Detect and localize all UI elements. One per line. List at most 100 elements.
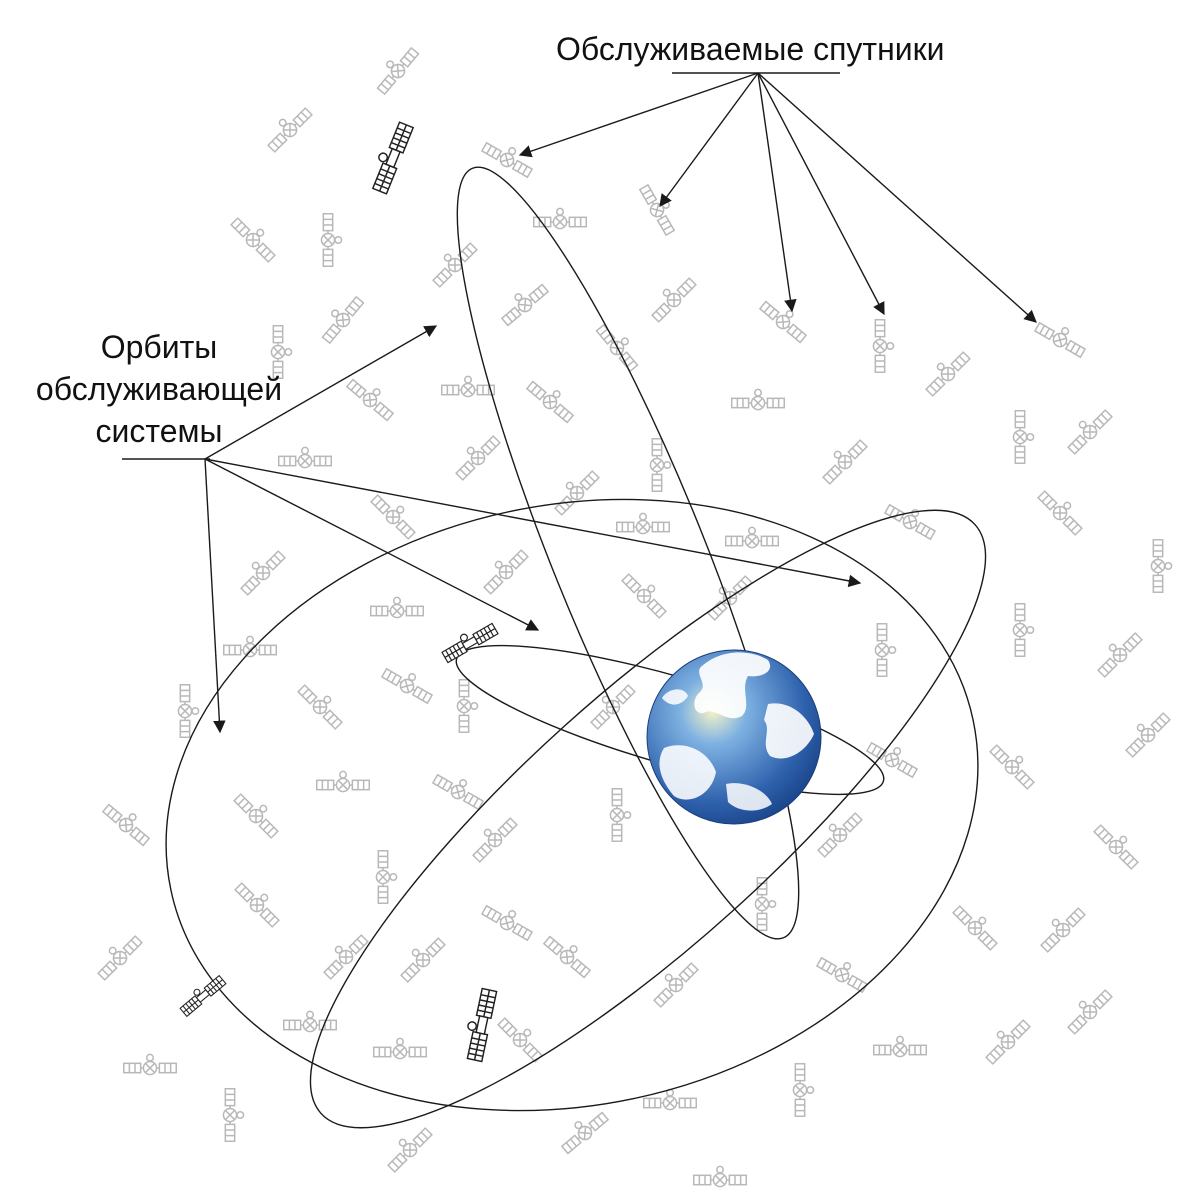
orbit-arrow xyxy=(204,458,862,588)
orbits-label-line-3: системы xyxy=(95,413,223,449)
satellite-icon xyxy=(441,375,495,398)
satellite-icon xyxy=(466,811,519,864)
satellite-icon xyxy=(431,766,489,812)
satellite-icon xyxy=(637,179,683,237)
satellite-icon xyxy=(316,770,370,793)
satellite-icon xyxy=(757,293,813,345)
servicing-satellite-icon xyxy=(460,986,498,1063)
satellite-icon xyxy=(381,1121,434,1174)
satellite-icon xyxy=(548,464,601,517)
satellite-icon xyxy=(919,345,972,398)
served-satellites-field xyxy=(91,41,1173,1188)
satellite-icon xyxy=(375,850,398,904)
satellite-icon xyxy=(100,796,156,848)
served-arrow xyxy=(757,72,885,316)
orbit-arrow xyxy=(204,458,540,631)
satellite-icon xyxy=(533,207,587,230)
satellite-icon xyxy=(643,1088,697,1111)
served-arrow xyxy=(757,72,797,313)
orbit-polar xyxy=(456,166,800,940)
satellite-icon xyxy=(701,569,754,622)
satellite-icon xyxy=(1119,706,1172,759)
servicing-satellite-icon xyxy=(438,618,499,664)
satellite-icon xyxy=(426,236,479,289)
satellite-icon xyxy=(594,318,646,374)
satellite-icon xyxy=(232,787,285,840)
satellite-icon xyxy=(693,1165,747,1188)
orbit-inclined xyxy=(309,509,987,1129)
earth-globe-icon xyxy=(646,649,822,825)
satellite-icon xyxy=(222,1088,245,1142)
orbits-label-line-2: обслуживающей xyxy=(35,371,283,407)
satellite-icon xyxy=(1033,314,1091,360)
satellite-icon xyxy=(725,526,779,549)
satellite-icon xyxy=(792,1063,815,1117)
satellite-icon xyxy=(320,213,343,267)
satellite-icon xyxy=(988,738,1041,791)
satellite-icon xyxy=(1012,410,1035,464)
satellite-icon xyxy=(555,1104,611,1156)
satellite-icon xyxy=(370,596,424,619)
satellite-icon xyxy=(296,678,349,731)
satellite-icon xyxy=(874,623,897,677)
satellite-icon xyxy=(1092,818,1145,871)
satellite-icon xyxy=(234,544,287,597)
satellite-icon xyxy=(223,635,277,658)
servicing-satellite-icon xyxy=(366,119,414,195)
satellite-icon xyxy=(816,433,869,486)
satellite-icon xyxy=(524,373,580,425)
satellite-icon xyxy=(865,734,923,780)
satellite-icon xyxy=(951,899,1004,952)
satellite-icon xyxy=(1036,484,1089,537)
satellite-icon xyxy=(380,660,438,706)
satellite-icon xyxy=(91,929,144,982)
satellite-icon xyxy=(883,496,941,542)
satellite-icon xyxy=(647,956,700,1009)
satellite-icon xyxy=(373,1037,427,1060)
satellite-icon xyxy=(649,438,672,492)
orbits-label-line-1: Орбиты xyxy=(100,329,218,365)
satellite-icon xyxy=(496,1011,549,1064)
satellite-icon xyxy=(754,877,777,931)
satellite-icon xyxy=(872,319,895,373)
satellite-icon xyxy=(1091,626,1144,679)
satellite-icon xyxy=(394,931,447,984)
satellite-icon xyxy=(480,134,538,180)
orbit-arrow xyxy=(204,458,226,734)
satellite-icon xyxy=(456,679,479,733)
satellite-icon xyxy=(314,290,366,346)
satellite-icon xyxy=(1061,983,1114,1036)
satellite-icon xyxy=(731,388,785,411)
satellite-icon xyxy=(645,271,698,324)
orbit-large xyxy=(165,498,979,1112)
satellite-icon xyxy=(480,897,538,943)
satellite-icon xyxy=(541,928,597,980)
served-arrow xyxy=(659,72,759,208)
served-arrow xyxy=(518,72,759,158)
satellite-icon xyxy=(344,371,400,423)
satellite-icon xyxy=(1012,603,1035,657)
satellite-icon xyxy=(811,806,864,859)
orbit-arrow xyxy=(204,325,438,460)
servicing-orbits-label: Орбиты обслуживающей системы xyxy=(14,326,304,452)
satellite-icon xyxy=(177,684,200,738)
satellite-icon xyxy=(609,788,632,842)
satellite-icon xyxy=(261,101,314,154)
satellite-icon xyxy=(873,1035,927,1058)
satellite-icon xyxy=(369,41,421,97)
satellite-icon xyxy=(1034,901,1087,954)
satellite-icon xyxy=(233,876,286,929)
satellite-icon xyxy=(620,567,673,620)
servicing-satellite-icon xyxy=(176,971,227,1017)
satellite-icon xyxy=(449,429,502,482)
satellite-icon xyxy=(979,1013,1032,1066)
satellite-icon xyxy=(616,512,670,535)
satellite-icon xyxy=(1150,539,1173,593)
satellite-icon xyxy=(477,543,530,596)
served-arrow xyxy=(757,72,1037,323)
served-satellites-label: Обслуживаемые спутники xyxy=(556,31,945,67)
satellite-icon xyxy=(229,211,282,264)
satellite-icon xyxy=(1061,403,1114,456)
satellite-icon xyxy=(495,276,551,328)
